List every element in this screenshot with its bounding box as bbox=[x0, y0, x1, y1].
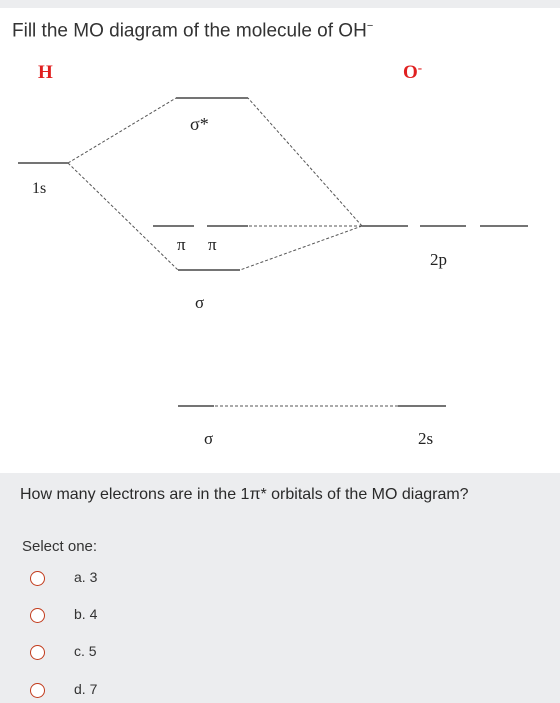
radio-d[interactable] bbox=[30, 683, 45, 698]
answer-label-d: d. 7 bbox=[74, 681, 98, 697]
radio-a[interactable] bbox=[30, 571, 45, 586]
question-card: Fill the MO diagram of the molecule of O… bbox=[0, 8, 560, 473]
question-title: Fill the MO diagram of the molecule of O… bbox=[12, 20, 373, 42]
sigma-mid-label: σ bbox=[195, 293, 204, 312]
radio-b[interactable] bbox=[30, 608, 45, 623]
title-superscript: − bbox=[366, 20, 374, 32]
answer-label-b: b. 4 bbox=[74, 606, 98, 622]
corr-o2p-sigmamid bbox=[239, 225, 363, 271]
o-atom-label: O- bbox=[403, 60, 422, 83]
o-atom-charge: - bbox=[418, 60, 422, 75]
o-atom-symbol: O bbox=[403, 62, 418, 83]
sigma-low-label: σ bbox=[204, 429, 213, 448]
correlation-lines bbox=[67, 97, 398, 407]
o-2s-label: 2s bbox=[418, 429, 433, 448]
answer-label-c: c. 5 bbox=[74, 643, 97, 659]
select-one-label: Select one: bbox=[22, 538, 98, 555]
corr-h1s-sigmastar bbox=[67, 97, 177, 164]
pi-label-1: π bbox=[177, 235, 186, 254]
o-2p-label: 2p bbox=[430, 250, 447, 269]
question-title-text: Fill the MO diagram of the molecule of O… bbox=[12, 20, 367, 42]
corr-o2p-sigmastar bbox=[247, 97, 363, 227]
h-atom-label: H bbox=[38, 62, 53, 83]
corr-h1s-sigmamid bbox=[67, 162, 179, 271]
radio-c[interactable] bbox=[30, 645, 45, 660]
mo-diagram: H O- 1s σ* π π σ 2p σ 2s bbox=[18, 60, 528, 448]
h-1s-label: 1s bbox=[32, 180, 46, 197]
sigma-star-label: σ* bbox=[190, 114, 209, 134]
pi-label-2: π bbox=[208, 235, 217, 254]
answer-label-a: a. 3 bbox=[74, 569, 98, 585]
question-prompt: How many electrons are in the 1π* orbita… bbox=[20, 486, 469, 503]
